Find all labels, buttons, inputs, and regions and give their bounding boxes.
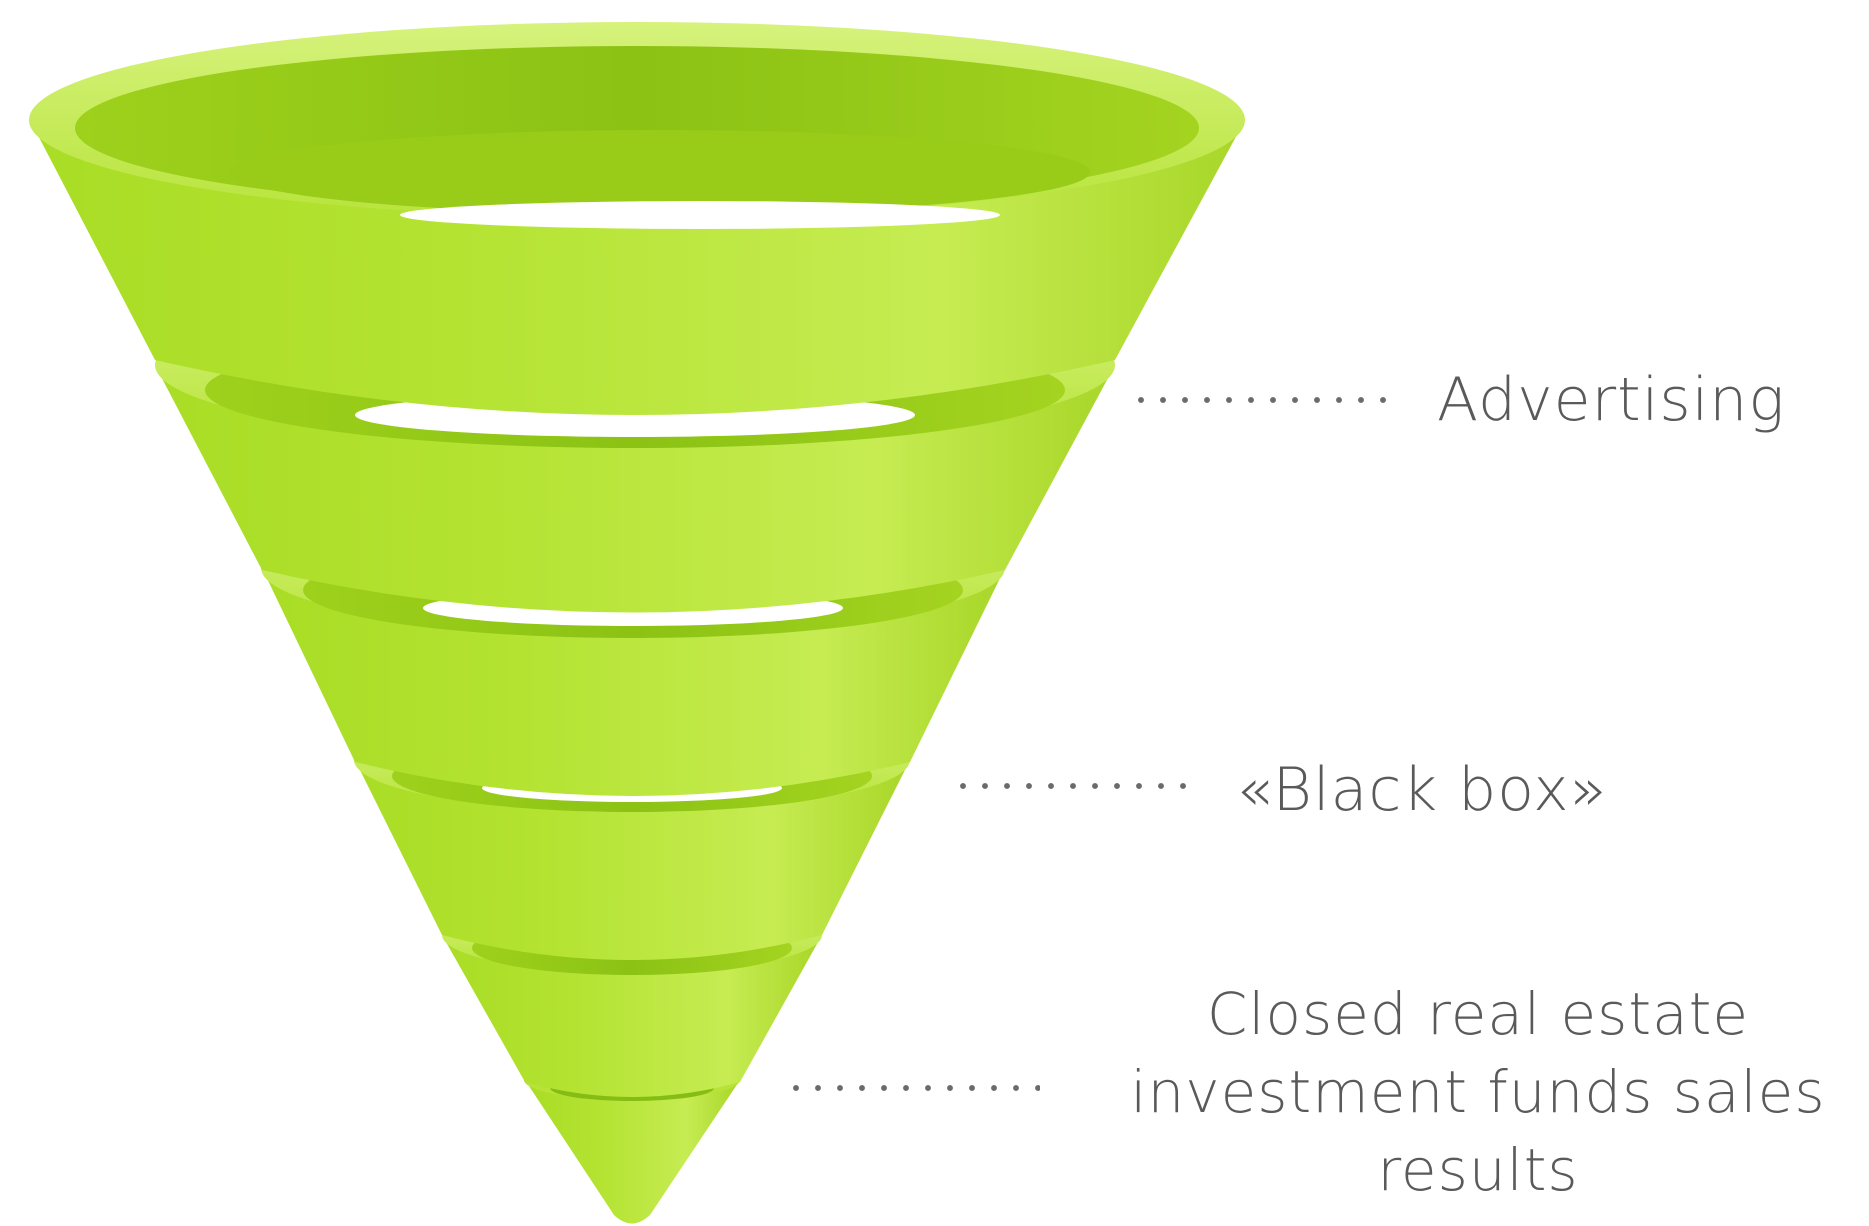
leader-dots-advertising (1130, 397, 1390, 403)
leader-dots-results (785, 1085, 1040, 1091)
leader-dots-black-box (952, 783, 1202, 789)
funnel-band-1 (29, 22, 1245, 415)
stage-label-black-box: «Black box» (1236, 755, 1608, 825)
stage-label-results: Closed real estate investment funds sale… (1130, 980, 1826, 1204)
stage-label-advertising: Advertising (1437, 365, 1786, 435)
